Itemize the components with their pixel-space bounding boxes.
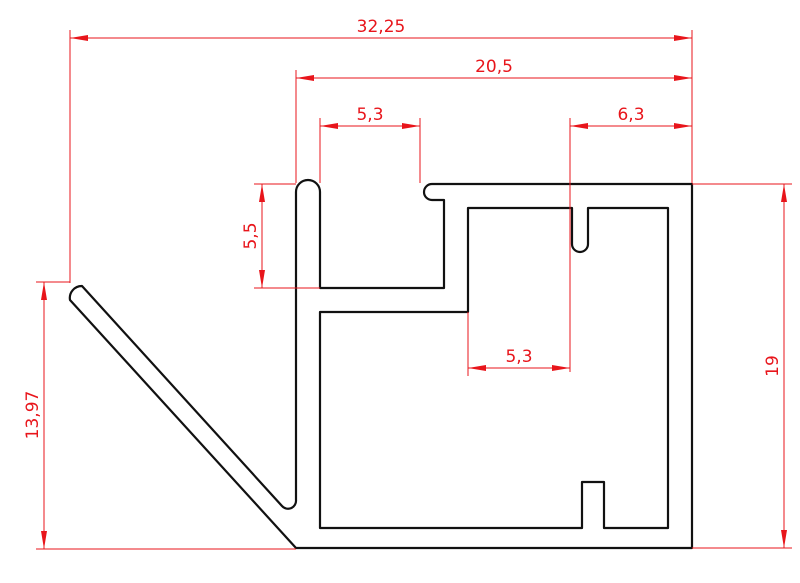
dim-label-slot-width: 5,3 bbox=[356, 105, 383, 125]
dimension-top-width: 20,5 bbox=[295, 57, 692, 183]
aluminium-profile bbox=[68, 178, 694, 550]
dimension-lip-height: 13,97 bbox=[23, 281, 296, 550]
dimension-overall-width: 32,25 bbox=[69, 17, 693, 283]
dim-label-overall-height: 19 bbox=[763, 355, 783, 377]
dimension-slot-width: 5,3 bbox=[319, 105, 421, 183]
dimension-slot-height: 5,5 bbox=[241, 183, 320, 289]
dim-label-lip-height: 13,97 bbox=[23, 391, 43, 440]
dim-label-inner-offset: 5,3 bbox=[505, 347, 532, 367]
dimension-inner-offset: 5,3 bbox=[467, 312, 570, 376]
dim-label-right-top-width: 6,3 bbox=[617, 105, 644, 125]
dim-label-slot-height: 5,5 bbox=[241, 222, 261, 249]
dim-label-overall-width: 32,25 bbox=[357, 17, 406, 37]
dim-label-top-width: 20,5 bbox=[475, 57, 513, 77]
dimension-right-top-width: 6,3 bbox=[569, 105, 692, 372]
dimension-overall-height: 19 bbox=[692, 183, 792, 549]
